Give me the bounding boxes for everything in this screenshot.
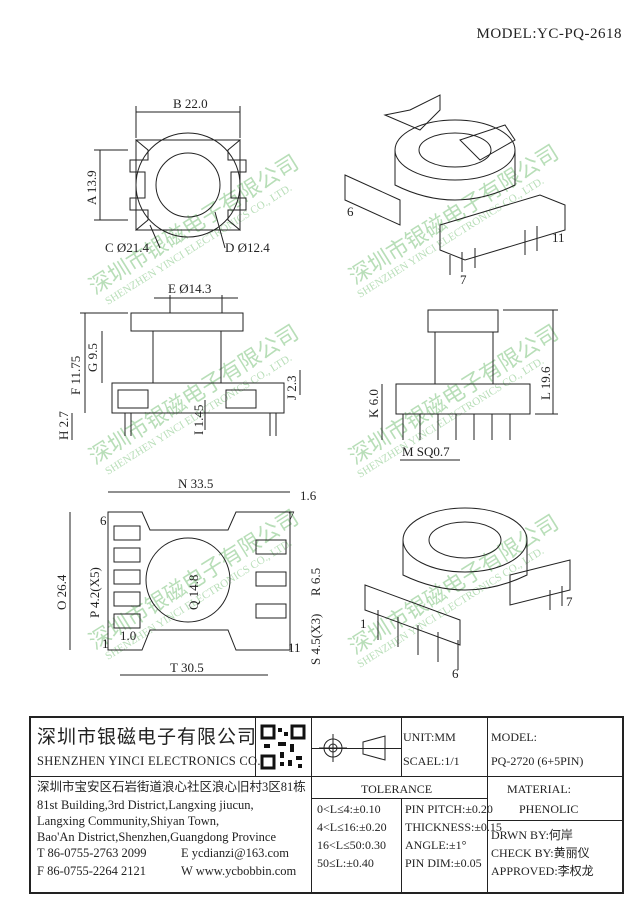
address-line-2: Langxing Community,Shiyan Town, bbox=[37, 814, 220, 828]
tolerance-row-4: 50≤L:±0.40 bbox=[317, 856, 374, 870]
model-header: MODEL:YC-PQ-2618 bbox=[476, 26, 622, 42]
title-block: 深圳市银磁电子有限公司 SHENZHEN YINCI ELECTRONICS C… bbox=[29, 716, 624, 894]
model-label: MODEL: bbox=[491, 730, 537, 744]
side-view: L 19.6 K 6.0 M SQ0.7 bbox=[366, 309, 558, 461]
projection-symbol-icon bbox=[319, 734, 386, 762]
email: E ycdianzi@163.com bbox=[181, 846, 290, 860]
watermark-en-4: SHENZHEN YINCI ELECTRONICS CO., LTD. bbox=[355, 355, 546, 481]
front-view: E Ø14.3 F 11.75 G 9.5 H 2.7 I 1.45 J 2.3 bbox=[56, 281, 301, 440]
top-view: B 22.0 A 13.9 C Ø21.4 D Ø12.4 bbox=[84, 96, 270, 255]
tolerance-row2-2: THICKNESS:±0.15 bbox=[405, 820, 502, 834]
dim-j: J 2.3 bbox=[284, 375, 299, 400]
checked-by: CHECK BY:黄丽仪 bbox=[491, 846, 590, 860]
tolerance-row2-3: ANGLE:±1° bbox=[405, 838, 467, 852]
iso-view-bottom: 1 6 7 bbox=[360, 507, 573, 681]
watermark-en-2: SHENZHEN YINCI ELECTRONICS CO., LTD. bbox=[355, 175, 546, 301]
address-line-1: 81st Building,3rd District,Langxing jiuc… bbox=[37, 798, 254, 812]
tolerance-row-1: 0<L≤4:±0.10 bbox=[317, 802, 381, 816]
material-label: MATERIAL: bbox=[507, 782, 571, 796]
pin-1-iso-bottom: 1 bbox=[360, 616, 367, 631]
dim-u: 1.0 bbox=[120, 628, 136, 643]
tolerance-row-2: 4<L≤16:±0.20 bbox=[317, 820, 387, 834]
pin-6-iso-top: 6 bbox=[347, 204, 354, 219]
dim-o: O 26.4 bbox=[54, 574, 69, 610]
dim-k: K 6.0 bbox=[366, 389, 381, 418]
dim-c: C Ø21.4 bbox=[105, 240, 150, 255]
pin-7-bottom: 7 bbox=[288, 508, 295, 523]
watermark-cn-1: 深圳市银磁电子有限公司 bbox=[85, 151, 303, 300]
address-line-3: Bao'An District,Shenzhen,Guangdong Provi… bbox=[37, 830, 277, 844]
drawn-by: DRWN BY:何岸 bbox=[491, 828, 573, 842]
dim-n2: 1.6 bbox=[300, 488, 317, 503]
address-cn: 深圳市宝安区石岩街道浪心社区浪心旧村3区81栋 bbox=[37, 780, 306, 794]
dim-t: T 30.5 bbox=[170, 660, 204, 675]
telephone: T 86-0755-2763 2099 bbox=[37, 846, 147, 860]
dim-f: F 11.75 bbox=[68, 356, 83, 395]
fax: F 86-0755-2264 2121 bbox=[37, 864, 147, 878]
qr-code-icon bbox=[260, 724, 306, 770]
dim-s: S 4.5(X3) bbox=[308, 614, 323, 665]
tolerance-row2-1: PIN PITCH:±0.20 bbox=[405, 802, 493, 816]
pin-11-bottom: 11 bbox=[288, 640, 301, 655]
approved-by: APPROVED:李权龙 bbox=[491, 864, 594, 878]
dim-q: Q 14.8 bbox=[186, 575, 201, 610]
dim-p: P 4.2(X5) bbox=[87, 567, 102, 618]
website: W www.ycbobbin.com bbox=[181, 864, 297, 878]
tolerance-title: TOLERANCE bbox=[361, 782, 433, 796]
pin-6-bottom: 6 bbox=[100, 513, 107, 528]
watermark-en-6: SHENZHEN YINCI ELECTRONICS CO., LTD. bbox=[355, 545, 546, 671]
dim-e: E Ø14.3 bbox=[168, 281, 211, 296]
dim-n: N 33.5 bbox=[178, 476, 213, 491]
tolerance-row-3: 16<L≤50:0.30 bbox=[317, 838, 387, 852]
tolerance-row2-4: PIN DIM:±0.05 bbox=[405, 856, 482, 870]
iso-view-top: 6 11 7 bbox=[344, 94, 566, 287]
dim-g: G 9.5 bbox=[85, 343, 100, 372]
dim-i: I 1.45 bbox=[191, 405, 206, 435]
company-name-cn: 深圳市银磁电子有限公司 bbox=[37, 726, 258, 748]
material-value: PHENOLIC bbox=[519, 802, 579, 816]
dim-l: L 19.6 bbox=[538, 366, 553, 400]
bottom-view: N 33.5 1.6 O 26.4 P 4.2(X5) Q 14.8 R 6.5… bbox=[54, 476, 323, 676]
dim-b: B 22.0 bbox=[173, 96, 208, 111]
pin-11-iso-top: 11 bbox=[552, 230, 565, 245]
dim-a: A 13.9 bbox=[84, 170, 99, 205]
watermark: 深圳市银磁电子有限公司 SHENZHEN YINCI ELECTRONICS C… bbox=[85, 141, 563, 671]
unit: UNIT:MM bbox=[403, 730, 456, 744]
company-name-en: SHENZHEN YINCI ELECTRONICS CO.,LTD. bbox=[37, 754, 292, 768]
dim-h: H 2.7 bbox=[56, 411, 71, 440]
dim-r: R 6.5 bbox=[308, 568, 323, 596]
model-value: PQ-2720 (6+5PIN) bbox=[491, 754, 584, 768]
pin-7-iso-bottom: 7 bbox=[566, 594, 573, 609]
pin-6-iso-bottom: 6 bbox=[452, 666, 459, 681]
pin-1-bottom: 1 bbox=[102, 636, 109, 651]
scale: SCAEL:1/1 bbox=[403, 754, 460, 768]
dim-m: M SQ0.7 bbox=[402, 444, 450, 459]
dim-d: D Ø12.4 bbox=[225, 240, 270, 255]
pin-7-iso-top: 7 bbox=[460, 272, 467, 287]
